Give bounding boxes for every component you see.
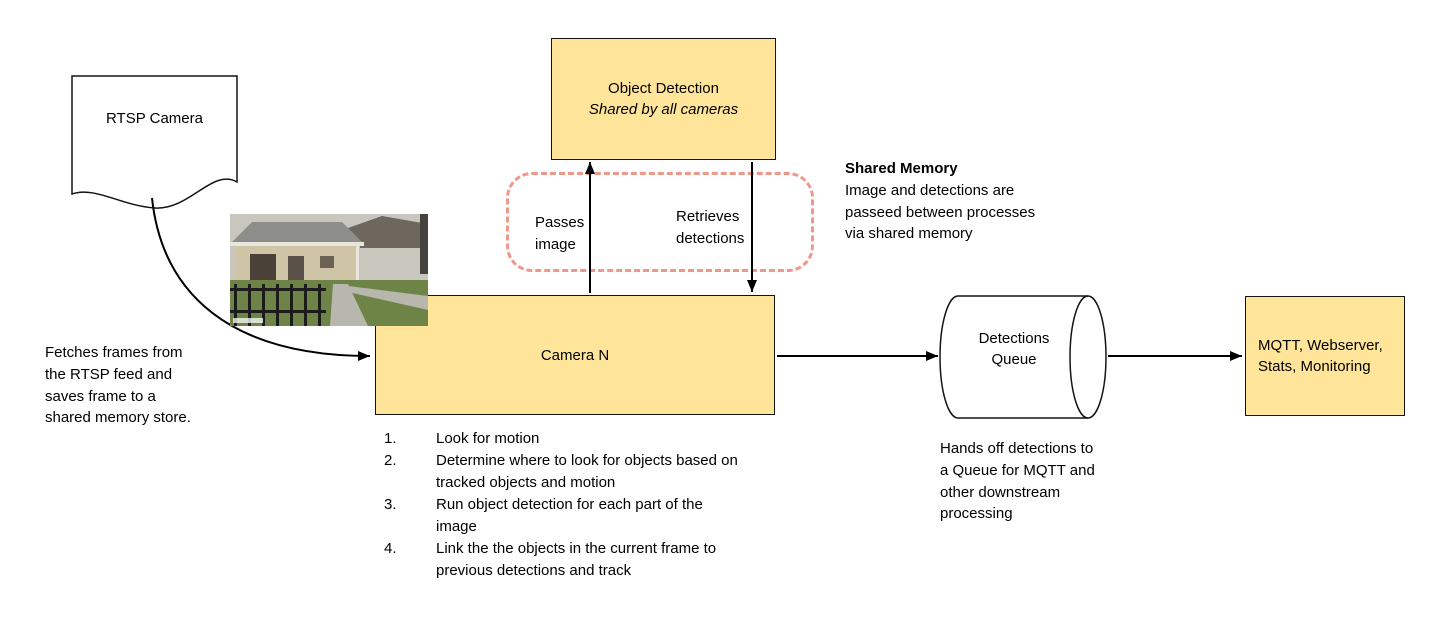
camera-snapshot-image xyxy=(230,214,428,326)
shared-memory-note-body: Image and detections are passeed between… xyxy=(845,181,1036,243)
camera-n-step: Run object detection for each part of th… xyxy=(384,494,703,535)
rtsp-camera-document-shape xyxy=(71,75,238,209)
node-camera-n: Camera N xyxy=(375,295,775,415)
camera-n-step: Look for motion xyxy=(384,428,540,450)
rtsp-camera-label: RTSP Camera xyxy=(106,110,203,127)
shared-memory-note-title: Shared Memory xyxy=(845,160,958,177)
camera-n-label: Camera N xyxy=(540,346,610,364)
node-outputs: MQTT, Webserver, Stats, Monitoring xyxy=(1245,296,1405,416)
object-detection-subtitle: Shared by all cameras xyxy=(588,101,739,118)
hands-off-note: Hands off detections to a Queue for MQTT… xyxy=(940,440,1095,523)
camera-n-step: Determine where to look for objects base… xyxy=(384,450,738,491)
object-detection-title: Object Detection xyxy=(608,80,719,97)
retrieves-detections-label: Retrieves detections xyxy=(676,208,745,247)
outputs-label: MQTT, Webserver, Stats, Monitoring xyxy=(1258,337,1383,375)
detections-queue-label: Detections Queue xyxy=(978,330,1050,368)
camera-n-step: Link the the objects in the current fram… xyxy=(384,538,717,579)
fetch-frames-note: Fetches frames from the RTSP feed and sa… xyxy=(45,344,191,427)
node-object-detection: Object Detection Shared by all cameras xyxy=(551,38,776,160)
shared-memory-dashed-region xyxy=(506,172,814,272)
shared-memory-note: Shared Memory Image and detections are p… xyxy=(845,158,1050,245)
passes-image-label: Passes image xyxy=(535,214,585,253)
camera-n-steps-list: Look for motion Determine where to look … xyxy=(378,428,738,582)
